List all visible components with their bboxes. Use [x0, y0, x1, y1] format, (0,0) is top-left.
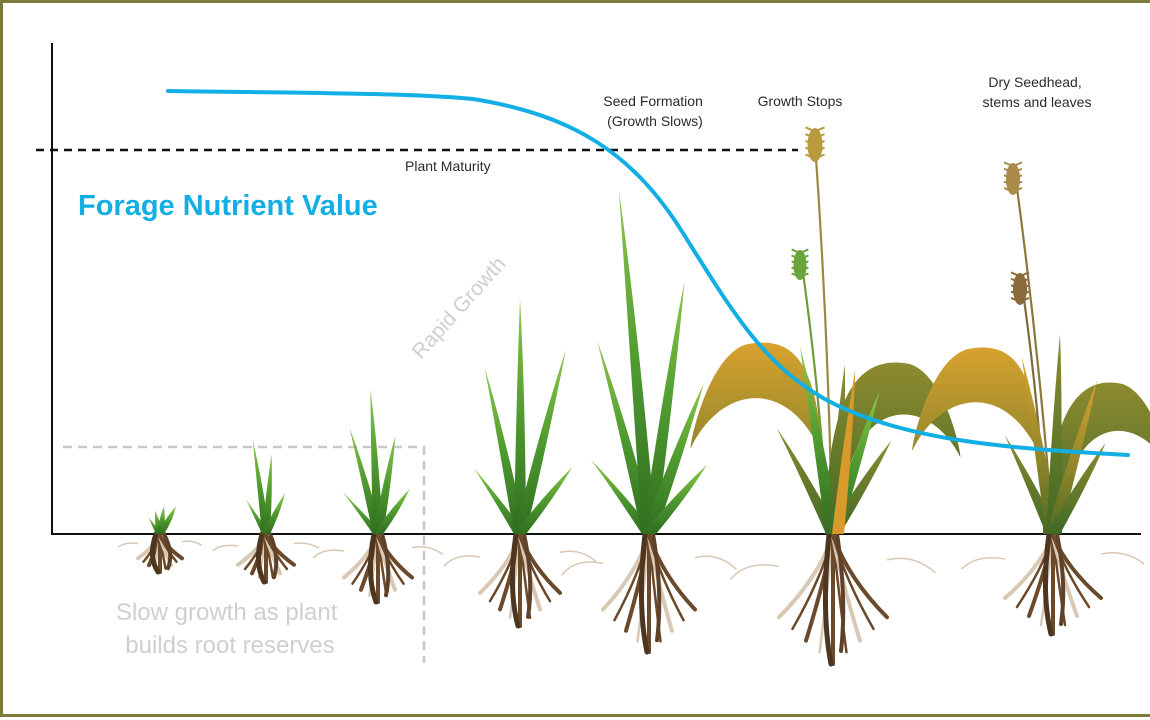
root-system-6	[831, 534, 889, 620]
root-system-7	[1051, 534, 1103, 600]
root-system-4	[443, 555, 481, 567]
drooping-leaf	[690, 342, 841, 534]
root-system-4	[559, 550, 597, 563]
seedhead-icon	[805, 140, 825, 146]
seedhead-icon	[791, 260, 809, 266]
dry-leaf	[1046, 443, 1106, 534]
boot-leaf	[618, 190, 656, 534]
boot-leaf	[642, 383, 704, 534]
seedhead-icon	[1010, 297, 1030, 303]
root-system-2	[293, 542, 320, 550]
slow-growth-line-1: Slow growth as plant	[116, 599, 338, 626]
root-system-1	[162, 532, 173, 571]
seedhead-icon	[1003, 174, 1023, 180]
boot-leaf	[642, 281, 685, 534]
root-system-7	[961, 557, 1006, 570]
slow-growth-line-2: builds root reserves	[125, 632, 334, 659]
root-system-1	[117, 542, 139, 548]
root-system-4	[509, 531, 521, 629]
drooping-leaf	[1048, 382, 1150, 534]
root-system-5	[561, 561, 604, 576]
seedhead-icon	[1003, 180, 1023, 187]
seedhead-icon	[805, 126, 825, 133]
root-system-5	[647, 534, 697, 612]
root-system-3	[376, 534, 414, 580]
root-system-6	[886, 557, 937, 574]
tiller-leaf	[373, 435, 396, 534]
root-system-7	[1100, 552, 1145, 565]
young-leaf	[262, 493, 286, 534]
seedhead-icon	[1003, 187, 1023, 193]
root-system-4	[522, 532, 533, 619]
plant-illustrations	[117, 126, 1150, 667]
seedhead-icon	[1003, 161, 1023, 168]
seedhead-icon	[805, 153, 825, 160]
root-system-2	[212, 544, 239, 552]
seedhead-icon	[1010, 290, 1030, 297]
nutrient-curve	[166, 89, 1130, 457]
root-system-1	[181, 540, 203, 547]
root-system-5	[638, 531, 650, 655]
seedhead-icon	[791, 254, 809, 260]
vegetative-leaf	[514, 467, 573, 534]
root-system-4	[518, 534, 562, 595]
forage-diagram: Forage Nutrient Value Plant Maturity Rap…	[36, 43, 1150, 667]
seedhead-icon	[1010, 271, 1030, 278]
seedhead-icon	[1010, 284, 1030, 290]
plant-maturity-label: Plant Maturity	[405, 158, 491, 174]
seedhead-icon	[791, 266, 809, 272]
diagram-title: Forage Nutrient Value	[78, 190, 378, 222]
seedhead-icon	[1003, 167, 1023, 174]
root-system-5	[694, 555, 737, 570]
root-system-6	[835, 532, 846, 653]
stage-seed-line-1: Seed Formation	[603, 93, 703, 109]
root-system-3	[312, 549, 345, 559]
stage-label-seed-formation: Seed Formation (Growth Slows)	[603, 93, 707, 129]
drooping-leaf	[912, 347, 1059, 534]
tiller-leaf	[373, 488, 410, 534]
stage-stops-line-1: Growth Stops	[758, 93, 843, 109]
seedhead-icon	[791, 248, 809, 254]
seedhead-icon	[1010, 277, 1030, 284]
root-system-6	[729, 564, 780, 580]
root-system-7	[1042, 531, 1054, 637]
root-system-2	[264, 534, 296, 567]
root-system-7	[1055, 532, 1066, 626]
mature-leaf	[800, 346, 840, 534]
vegetative-leaf	[514, 349, 566, 534]
boot-leaf	[642, 465, 707, 534]
seedling-leaf	[156, 506, 176, 534]
dry-leaf	[1046, 380, 1098, 534]
stage-seed-line-2: (Growth Slows)	[607, 113, 703, 129]
root-system-2	[256, 531, 267, 585]
root-system-5	[651, 532, 662, 643]
dry-leaf	[1046, 334, 1062, 534]
root-system-2	[268, 532, 279, 580]
stage-label-growth-stops: Growth Stops	[758, 93, 843, 109]
root-system-3	[411, 546, 444, 556]
tiller-leaf	[370, 389, 383, 534]
vegetative-leaf	[514, 299, 526, 534]
seed-stem	[813, 142, 833, 484]
slow-growth-box	[63, 445, 426, 663]
root-system-3	[367, 531, 379, 605]
seedhead-icon	[791, 272, 809, 278]
root-system-6	[822, 531, 834, 667]
root-system-3	[380, 532, 391, 598]
stage-label-dry-seedhead: Dry Seedhead, stems and leaves	[983, 74, 1092, 110]
seedhead-icon	[805, 133, 825, 140]
seed-stem	[1013, 172, 1051, 484]
seedhead-icon	[805, 146, 825, 153]
young-leaf	[262, 454, 272, 534]
stage-dry-line-1: Dry Seedhead,	[988, 74, 1081, 90]
rapid-growth-label: Rapid Growth	[408, 253, 511, 364]
root-system-1	[150, 531, 161, 575]
slow-growth-label: Slow growth as plant builds root reserve…	[116, 599, 344, 659]
stage-dry-line-2: stems and leaves	[983, 94, 1092, 110]
